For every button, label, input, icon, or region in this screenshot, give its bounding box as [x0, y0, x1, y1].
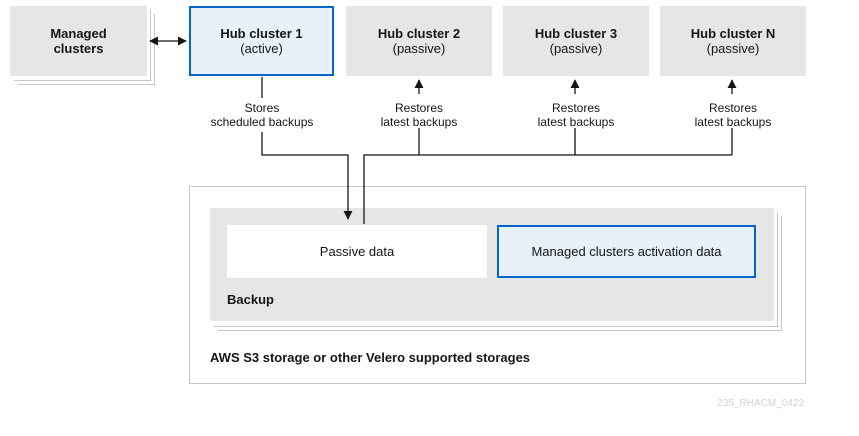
managed-clusters-label-line1: Managed — [50, 26, 107, 41]
hub-cluster-2-box: Hub cluster 2 (passive) — [346, 6, 492, 76]
hub-cluster-3-box: Hub cluster 3 (passive) — [503, 6, 649, 76]
caption-1-line1: Stores — [244, 101, 280, 115]
activation-data-label: Managed clusters activation data — [531, 244, 722, 259]
caption-restores-hub-3: Restores latest backups — [510, 101, 642, 129]
storage-label: AWS S3 storage or other Velero supported… — [210, 350, 531, 365]
backup-stack-shadow-1 — [214, 212, 778, 327]
figure-watermark: 235_RHACM_0422 — [717, 398, 804, 409]
hub-cluster-1-title: Hub cluster 1 — [220, 26, 303, 41]
hub-cluster-1-box: Hub cluster 1 (active) — [189, 6, 334, 76]
activation-data-box: Managed clusters activation data — [497, 225, 756, 278]
managed-clusters-label-line2: clusters — [53, 41, 104, 56]
passive-data-box: Passive data — [227, 225, 487, 278]
hub-cluster-3-status: (passive) — [549, 41, 603, 56]
managed-clusters-stack-shadow-2 — [18, 14, 155, 85]
passive-data-label: Passive data — [319, 244, 395, 259]
caption-4-line1: Restores — [708, 101, 758, 115]
caption-restores-hub-n: Restores latest backups — [667, 101, 799, 129]
caption-3-line1: Restores — [551, 101, 601, 115]
hub-cluster-1-status: (active) — [240, 41, 283, 56]
hub-cluster-n-box: Hub cluster N (passive) — [660, 6, 806, 76]
hub-cluster-2-status: (passive) — [392, 41, 446, 56]
hub-cluster-2-title: Hub cluster 2 — [377, 26, 461, 41]
hub-cluster-3-title: Hub cluster 3 — [534, 26, 618, 41]
caption-2-line2: latest backups — [380, 115, 458, 129]
backup-label: Backup — [227, 292, 274, 307]
hub-cluster-n-title: Hub cluster N — [690, 26, 776, 41]
caption-4-line2: latest backups — [694, 115, 772, 129]
hub-cluster-n-status: (passive) — [706, 41, 760, 56]
caption-3-line2: latest backups — [537, 115, 615, 129]
managed-clusters-box: Managed clusters — [10, 6, 147, 76]
backup-stack-shadow-2 — [218, 216, 782, 331]
caption-2-line1: Restores — [394, 101, 444, 115]
caption-stores-scheduled-backups: Stores scheduled backups — [196, 101, 328, 129]
caption-1-line2: scheduled backups — [210, 115, 314, 129]
caption-restores-hub-2: Restores latest backups — [353, 101, 485, 129]
